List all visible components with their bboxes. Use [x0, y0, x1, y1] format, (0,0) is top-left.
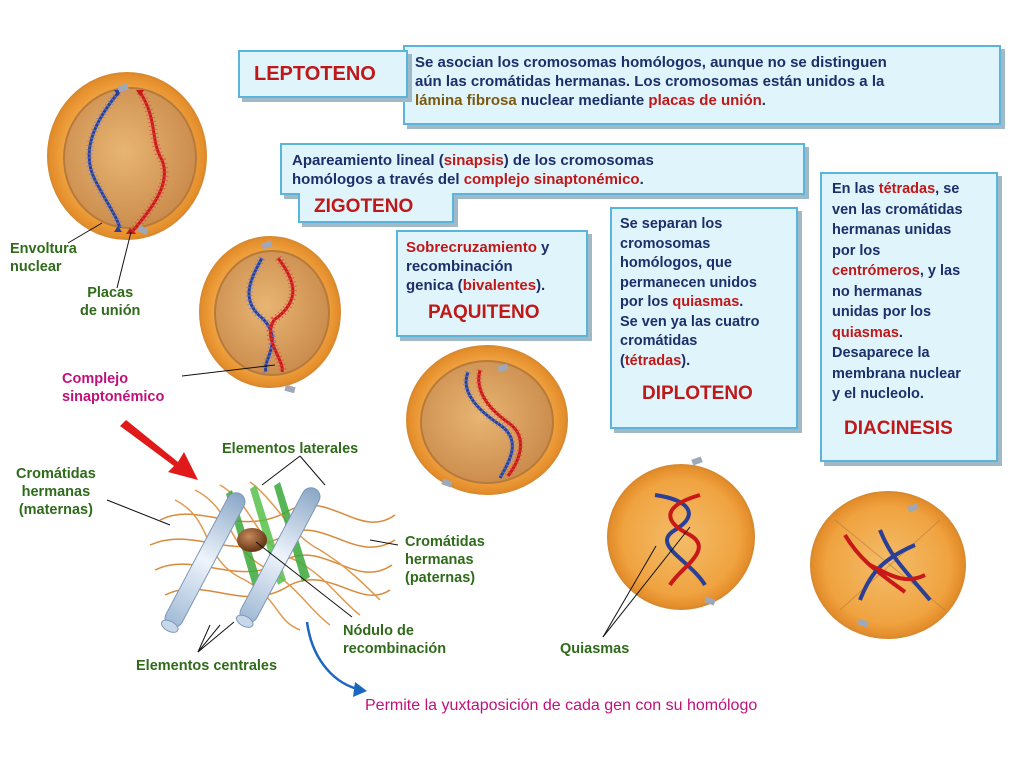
- diacinesis-line-2: ven las cromátidas: [832, 201, 963, 218]
- quiasmas-label: Quiasmas: [560, 641, 630, 657]
- zigoteno-line-2: homólogos a través del complejo sinapton…: [292, 171, 644, 188]
- permite-yuxtaposicion-caption: Permite la yuxtaposición de cada gen con…: [365, 697, 758, 714]
- nodulo-de-recombinacion-label: Nódulo de recombinación: [343, 623, 447, 657]
- paquiteno-description-box: Sobrecruzamiento y recombinación genica …: [396, 230, 588, 337]
- cell-leptoteno: [47, 72, 207, 240]
- leptoteno-line-2: aún las cromátidas hermanas. Los cromoso…: [415, 73, 885, 90]
- elementos-laterales-label: Elementos laterales: [222, 441, 359, 457]
- cell-diploteno: [607, 456, 755, 610]
- diploteno-line-8: (tétradas).: [620, 352, 691, 369]
- zigoteno-line-1: Apareamiento lineal (sinapsis) de los cr…: [292, 152, 654, 169]
- diacinesis-description-box: En las tétradas, se ven las cromátidas h…: [820, 172, 998, 462]
- zigoteno-description-box: Apareamiento lineal (sinapsis) de los cr…: [280, 143, 805, 195]
- diacinesis-line-3: hermanas unidas: [832, 222, 952, 238]
- diacinesis-line-7: unidas por los: [832, 304, 932, 320]
- sobrecruzamiento-text: Sobrecruzamiento: [406, 239, 537, 256]
- paquiteno-line-2: recombinación: [406, 258, 513, 275]
- diploteno-description-box: Se separan los cromosomas homólogos, que…: [610, 207, 798, 429]
- placas-de-union-label: Placas de unión: [80, 285, 141, 319]
- cromatidas-paternas-label: Cromátidas hermanas (paternas): [405, 534, 485, 586]
- complejo-sinaptonemico-label: Complejo sinaptonémico: [62, 371, 165, 405]
- cell-diacinesis: [810, 491, 966, 639]
- sinapsis-text: sinapsis: [443, 152, 504, 169]
- leptoteno-line-1: Se asocian los cromosomas homólogos, aun…: [415, 54, 887, 71]
- envoltura-nuclear-label: Envoltura nuclear: [10, 241, 77, 275]
- diploteno-line-2: cromosomas: [620, 235, 711, 252]
- diacinesis-line-9: Desaparece la: [832, 345, 930, 361]
- diploteno-title: DIPLOTENO: [642, 383, 753, 404]
- centromeros-text: centrómeros: [832, 263, 920, 279]
- diacinesis-line-4: por los: [832, 242, 881, 259]
- diploteno-line-5: por los quiasmas.: [620, 294, 744, 310]
- tetradas-text: tétradas: [624, 352, 682, 369]
- diacinesis-line-10: membrana nuclear: [832, 365, 961, 382]
- leptoteno-line-3: lámina fibrosa nuclear mediante placas d…: [415, 92, 766, 109]
- complejo-sinaptonemico-text: complejo sinaptonémico: [463, 171, 640, 188]
- diploteno-line-7: cromátidas: [620, 333, 698, 349]
- quiasmas-text: quiasmas: [832, 324, 899, 341]
- cromatidas-maternas-label: Cromátidas hermanas (maternas): [16, 466, 96, 518]
- cell-paquiteno: [406, 345, 568, 495]
- synaptonemal-complex-illustration: [149, 481, 396, 633]
- elementos-centrales-label: Elementos centrales: [136, 658, 278, 674]
- blue-curved-arrow-icon: [305, 621, 363, 692]
- leptoteno-description-box: Se asocian los cromosomas homólogos, aun…: [403, 45, 1001, 125]
- quiasmas-text: quiasmas: [672, 294, 740, 310]
- pointer-lines: [67, 222, 691, 653]
- diacinesis-line-11: y el nucleolo.: [832, 386, 924, 402]
- cell-zigoteno: [199, 236, 341, 394]
- diacinesis-line-1: En las tétradas, se: [832, 181, 960, 197]
- diacinesis-line-5: centrómeros, y las: [832, 263, 961, 279]
- bivalentes-text: bivalentes: [462, 277, 537, 294]
- diploteno-line-6: Se ven ya las cuatro: [620, 313, 760, 330]
- lamina-fibrosa-text: lámina fibrosa: [415, 92, 517, 109]
- blue-arrowhead-icon: [353, 682, 367, 697]
- diploteno-line-3: homólogos, que: [620, 255, 732, 271]
- zigoteno-title-tab: ZIGOTENO: [298, 193, 454, 223]
- paquiteno-title: PAQUITENO: [428, 302, 540, 323]
- diacinesis-title: DIACINESIS: [844, 417, 953, 439]
- placas-de-union-text: placas de unión: [648, 92, 762, 109]
- leptoteno-title-tab: LEPTOTENO: [238, 50, 408, 98]
- diploteno-line-1: Se separan los: [620, 216, 723, 232]
- red-arrow-icon: [120, 420, 198, 480]
- diacinesis-line-8: quiasmas.: [832, 324, 903, 341]
- leptoteno-title: LEPTOTENO: [254, 63, 376, 85]
- diploteno-line-4: permanecen unidos: [620, 274, 757, 291]
- diacinesis-line-6: no hermanas: [832, 283, 923, 300]
- tetradas-text: tétradas: [878, 181, 936, 197]
- zigoteno-title: ZIGOTENO: [314, 196, 414, 217]
